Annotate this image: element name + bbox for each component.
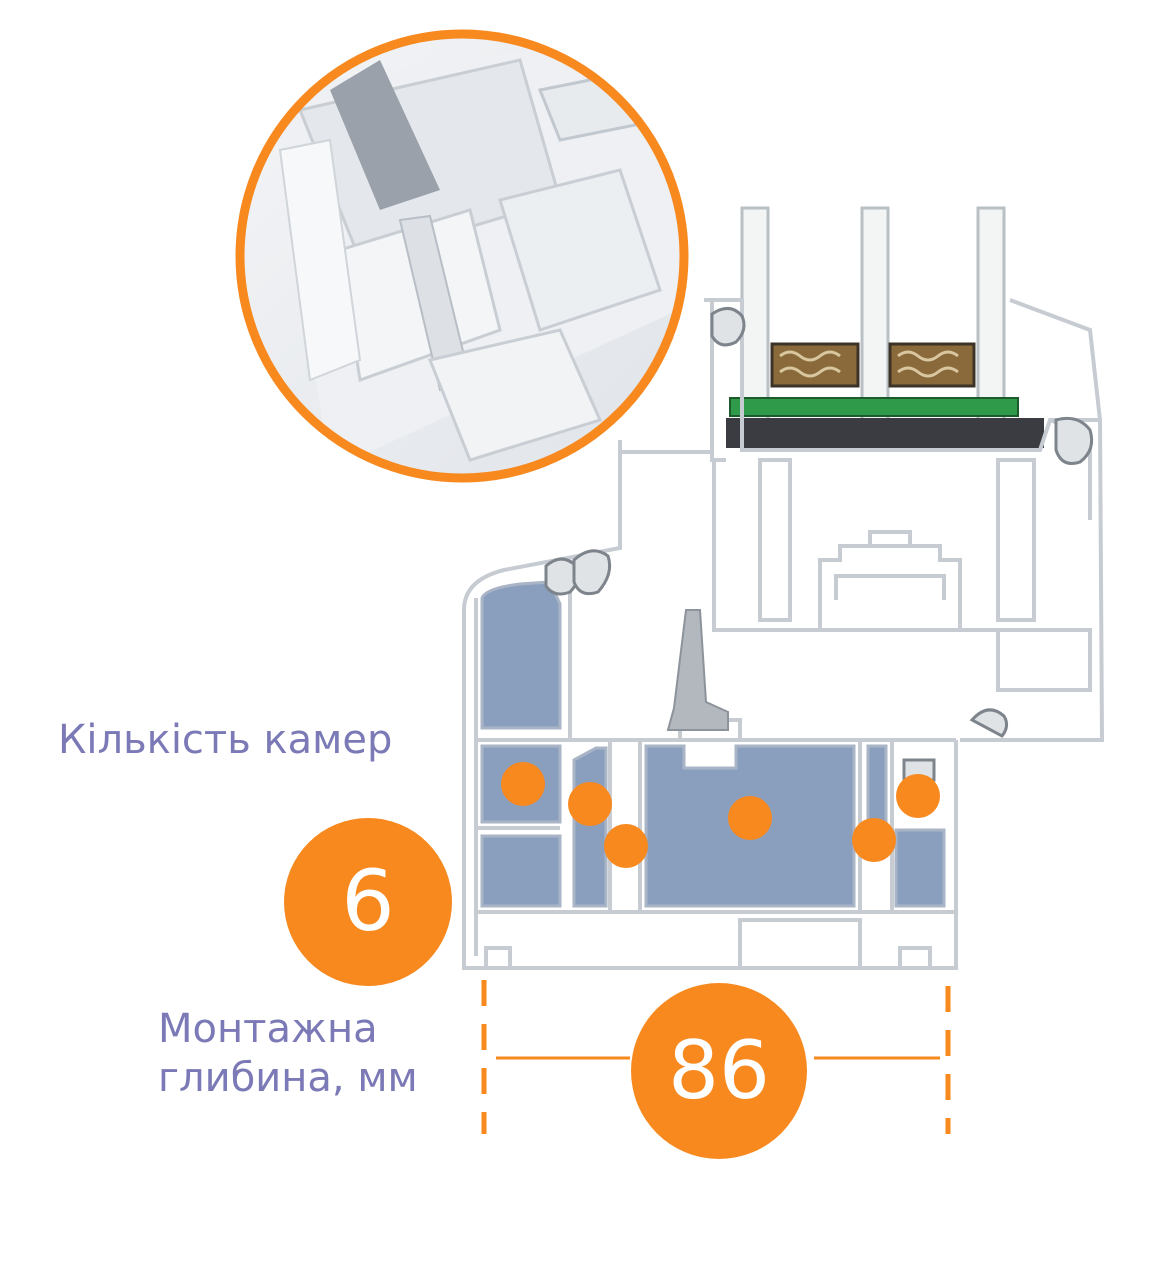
glass-unit xyxy=(740,206,1006,424)
frame-seal-icons xyxy=(544,549,936,782)
chambers-value: 6 xyxy=(341,852,395,950)
depth-dimension xyxy=(481,980,951,1134)
chamber-marker xyxy=(728,796,772,840)
chamber-markers xyxy=(501,762,940,868)
depth-label-line1: Монтажна xyxy=(158,1006,378,1052)
sash-profile xyxy=(704,298,1105,742)
chamber-marker xyxy=(852,818,896,862)
chamber-marker xyxy=(896,774,940,818)
steel-reinforcement xyxy=(666,609,729,731)
chambers-label: Кількість камер xyxy=(58,717,393,763)
glass-base xyxy=(726,418,1044,448)
chamber-marker xyxy=(568,782,612,826)
depth-label-line2: глибина, мм xyxy=(158,1054,418,1101)
depth-value: 86 xyxy=(668,1024,770,1117)
sash-seal-icons xyxy=(710,307,1094,738)
green-seal xyxy=(729,397,1019,417)
profile-zoom-image xyxy=(240,34,684,478)
chambers-badge xyxy=(284,818,452,986)
zoom-ring xyxy=(235,29,689,483)
chamber-marker xyxy=(501,762,545,806)
depth-label: Монтажна глибина, мм xyxy=(158,1005,418,1103)
chamber-marker xyxy=(604,824,648,868)
depth-badge xyxy=(631,983,807,1159)
